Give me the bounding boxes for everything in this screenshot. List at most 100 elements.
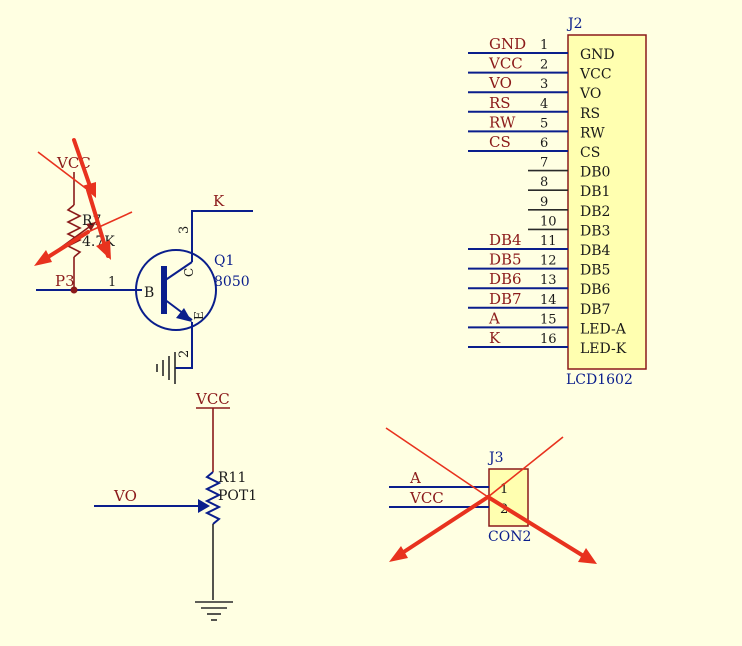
emitter-wire: [175, 322, 193, 369]
q1-value: 8050: [214, 274, 250, 290]
j2-net-label: GND: [489, 35, 526, 53]
q1-emitter-arrow: [176, 308, 192, 322]
j3-comment: CON2: [488, 529, 531, 545]
collector-pin-number: 3: [177, 226, 192, 234]
j2-pin-rows: 1GNDGND2VCCVCC3VOVO4RSRS5RWRW6CSCS7DB08D…: [468, 35, 627, 357]
j2-pin-number: 9: [540, 195, 548, 210]
lcd-connector-j2[interactable]: J2 1GNDGND2VCCVCC3VOVO4RSRS5RWRW6CSCS7DB…: [468, 16, 647, 388]
j2-net-label: CS: [489, 133, 511, 151]
collector-wire: [191, 210, 253, 262]
j2-designator: J2: [566, 16, 583, 32]
j2-net-label: DB5: [489, 251, 522, 269]
r7-resistor: [66, 204, 82, 258]
r11-wiper-arrow: [198, 499, 210, 513]
j2-body: [567, 34, 647, 370]
base-pin-number: 1: [108, 275, 116, 290]
j2-pin-name: GND: [580, 47, 615, 63]
q1-e-letter: E: [192, 311, 206, 320]
k-net-label: K: [213, 192, 225, 210]
j2-pin-name: DB5: [580, 263, 610, 279]
q1-body: [135, 249, 217, 331]
r11-designator: R11: [218, 470, 246, 486]
r11-vcc-label: VCC: [195, 390, 230, 408]
j2-net-label: DB7: [489, 290, 522, 308]
j2-pin-name: DB0: [580, 165, 610, 181]
annotation-cross-j3: [385, 427, 597, 564]
j2-pin-number: 10: [540, 214, 557, 229]
vo-net-label: VO: [113, 487, 137, 505]
j2-net-label: DB4: [489, 231, 522, 249]
r7-wiper-head: [86, 222, 96, 231]
j2-pin-number: 5: [540, 116, 548, 131]
j2-pin-name: RW: [580, 125, 605, 141]
annotation-cross-r7: [34, 138, 133, 266]
r11-resistor: [204, 471, 222, 525]
j2-net-label: K: [489, 329, 501, 347]
j2-pin-name: DB4: [580, 243, 611, 259]
j3-designator: J3: [487, 450, 504, 466]
j2-pin-number: 6: [540, 136, 548, 151]
j2-pin-name: DB2: [580, 204, 610, 220]
j2-pin-name: VO: [579, 86, 601, 102]
j2-pin-name: CS: [580, 145, 600, 161]
j2-pin-number: 2: [540, 58, 548, 73]
backlight-driver: VCC R7 4.7K P3 1 B C E Q1 8050 3 K 2: [36, 154, 253, 384]
j2-pin-number: 11: [540, 234, 557, 249]
j2-net-label: RS: [489, 94, 511, 112]
j2-pin-name: RS: [580, 106, 600, 122]
j2-pin-name: VCC: [579, 67, 612, 83]
j2-pin-number: 4: [540, 97, 548, 112]
ground-symbol-2: [195, 601, 233, 621]
ground-symbol: [156, 352, 176, 384]
j2-pin-number: 13: [540, 273, 557, 288]
j2-net-label: RW: [489, 113, 516, 131]
j3-net-label: VCC: [409, 489, 444, 507]
p3-net-label: P3: [55, 272, 75, 290]
j2-net-label: VCC: [488, 55, 523, 73]
j2-pin-name: DB6: [580, 282, 611, 298]
j2-pin-number: 3: [540, 77, 548, 92]
j2-pin-name: LED-K: [580, 341, 627, 357]
q1-collector-leg: [163, 261, 193, 282]
j2-net-label: DB6: [489, 270, 522, 288]
r11-value: POT1: [218, 488, 257, 504]
emitter-pin-number: 2: [177, 350, 192, 358]
j2-pin-number: 15: [540, 312, 557, 327]
j2-pin-number: 16: [540, 332, 557, 347]
q1-c-letter: C: [182, 268, 196, 277]
j2-pin-number: 7: [540, 156, 548, 171]
q1-designator: Q1: [214, 253, 234, 269]
j2-pin-name: DB1: [580, 184, 610, 200]
j2-pin-name: LED-A: [580, 321, 627, 337]
j2-pin-name: DB3: [580, 223, 610, 239]
junction-dot: [70, 286, 78, 294]
j3-pin-number: 1: [500, 482, 508, 497]
j2-comment: LCD1602: [566, 372, 633, 388]
j2-pin-number: 14: [540, 293, 557, 308]
j3-net-label: A: [409, 469, 421, 487]
j2-net-label: A: [488, 309, 500, 327]
j2-net-label: VO: [488, 74, 512, 92]
j2-pin-number: 1: [540, 38, 548, 53]
j2-pin-number: 8: [540, 175, 548, 190]
j2-pin-name: DB7: [580, 302, 610, 318]
j2-pin-number: 12: [540, 254, 557, 269]
contrast-circuit: VCC VO R11 POT1: [94, 390, 257, 621]
